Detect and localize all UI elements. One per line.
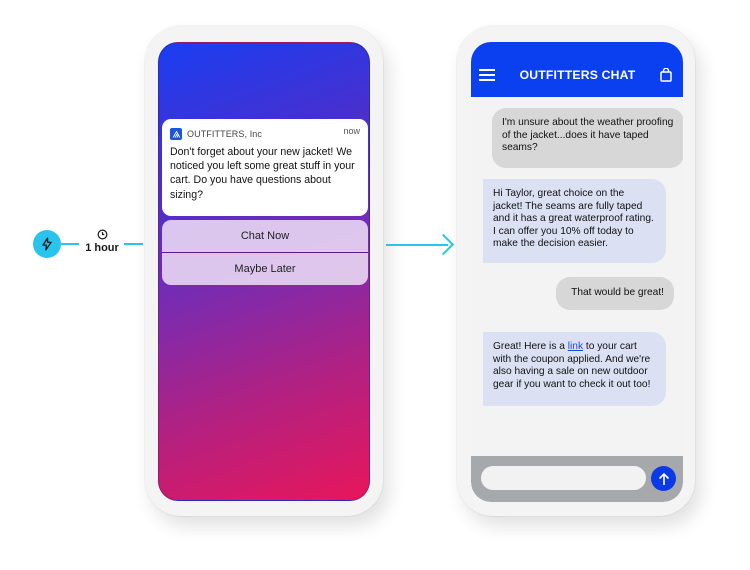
- outfitters-logo-icon: [170, 128, 182, 140]
- shopping-bag-icon[interactable]: [660, 67, 672, 82]
- chat-header: OUTFITTERS CHAT: [471, 42, 683, 97]
- chat-message-user: I'm unsure about the weather proofing of…: [492, 108, 683, 168]
- phone-chat: OUTFITTERS CHAT I'm unsure about the wea…: [457, 26, 695, 516]
- cart-link[interactable]: link: [567, 341, 584, 352]
- phone-notification: OUTFITTERS, Inc now Don't forget about y…: [145, 26, 383, 516]
- arrow-up-icon: [658, 472, 669, 485]
- push-notification[interactable]: OUTFITTERS, Inc now Don't forget about y…: [162, 119, 368, 216]
- arrow-right-icon: [432, 233, 455, 256]
- message-text-after: to your cart with the coupon applied. An…: [493, 341, 651, 390]
- trigger-node: [33, 230, 61, 258]
- send-button[interactable]: [651, 466, 676, 491]
- clock-icon: [97, 229, 107, 240]
- chat-message-user: That would be great!: [556, 277, 674, 310]
- notification-time: now: [343, 126, 360, 136]
- chat-screen: OUTFITTERS CHAT I'm unsure about the wea…: [471, 42, 683, 502]
- notification-app-name: OUTFITTERS, Inc: [187, 129, 263, 139]
- delay-label: 1 hour: [85, 242, 119, 254]
- flow-arrow: [386, 244, 448, 246]
- lock-screen: OUTFITTERS, Inc now Don't forget about y…: [158, 42, 370, 501]
- message-input[interactable]: [481, 466, 646, 490]
- message-text: Hi Taylor, great choice on the jacket! T…: [493, 188, 654, 250]
- delay-node: 1 hour: [82, 229, 122, 254]
- connector-line: [61, 243, 79, 245]
- message-composer: [471, 456, 683, 502]
- lightning-bolt-icon: [42, 237, 52, 251]
- chat-message-bot: Hi Taylor, great choice on the jacket! T…: [483, 179, 666, 263]
- hamburger-menu-icon[interactable]: [479, 68, 495, 81]
- connector-line: [124, 243, 143, 245]
- notification-body: Don't forget about your new jacket! We n…: [170, 146, 355, 201]
- chat-title: OUTFITTERS CHAT: [519, 67, 636, 82]
- chat-message-bot: Great! Here is a link to your cart with …: [483, 332, 666, 406]
- message-text: I'm unsure about the weather proofing of…: [502, 117, 674, 154]
- message-text: That would be great!: [571, 287, 664, 298]
- maybe-later-button[interactable]: Maybe Later: [162, 252, 368, 285]
- notification-actions: Chat Now Maybe Later: [162, 220, 368, 285]
- message-text-before: Great! Here is a: [493, 341, 568, 352]
- chat-now-button[interactable]: Chat Now: [240, 230, 290, 242]
